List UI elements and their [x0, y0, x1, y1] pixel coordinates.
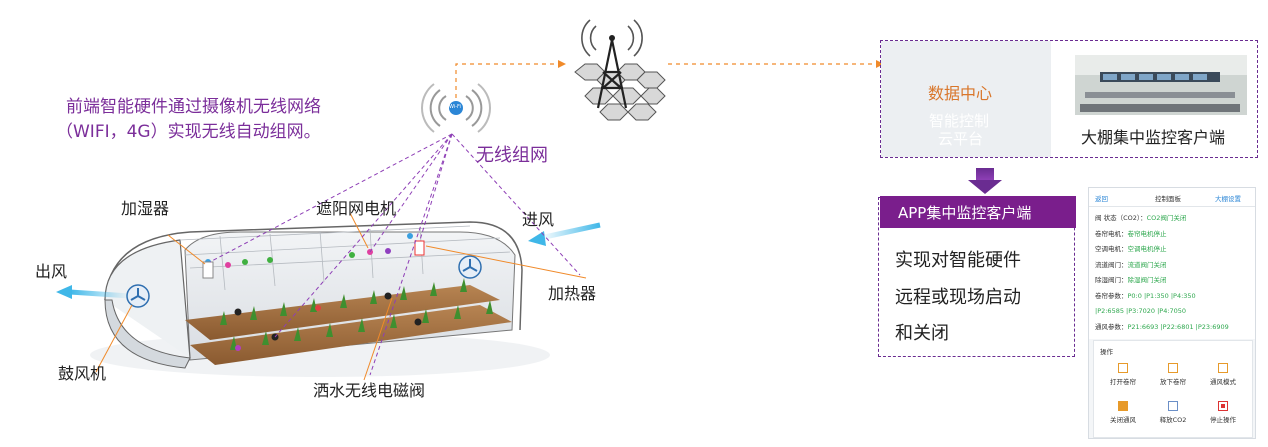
- status-row: |P2:6585 |P3:7020 |P4:7050: [1095, 307, 1187, 315]
- status-row: 通风参数：P21:6693 |P22:6801 |P23:6909: [1095, 322, 1229, 331]
- status-row: 空调电机：空调电机停止: [1095, 245, 1167, 253]
- label-heater: 加热器: [548, 284, 597, 303]
- grid-icon: [1118, 401, 1128, 411]
- wifi-label: 无线组网: [476, 145, 548, 166]
- monitor-client-label: 大棚集中监控客户端: [1081, 128, 1226, 147]
- wifi-icon: [421, 83, 491, 133]
- intro-line-1: 前端智能硬件通过摄像机无线网络: [66, 97, 321, 117]
- panel-ops: 操作 打开卷帘 放下卷帘 通风模式 关闭通风 释放CO2 停止操作: [1093, 340, 1253, 438]
- label-valve: 洒水无线电磁阀: [313, 381, 426, 400]
- op-vent-mode-button[interactable]: 通风模式: [1198, 361, 1248, 391]
- image-icon: [1168, 401, 1178, 411]
- panel-header: 返回 控制面板 大棚设置: [1089, 188, 1255, 207]
- fan-left-icon: [126, 284, 150, 308]
- op-stop-button[interactable]: 停止操作: [1198, 399, 1248, 429]
- status-row: 阀 状态（CO2）：CO2阀门关闭: [1095, 214, 1187, 222]
- wifi-badge: Wi-Fi: [449, 104, 461, 110]
- datacenter-box: [880, 40, 1258, 158]
- status-row: 除湿阀门：除湿阀门关闭: [1095, 276, 1167, 284]
- control-panel: 返回 控制面板 大棚设置 阀 状态（CO2）：CO2阀门关闭 卷帘电机：卷帘电机…: [1088, 187, 1256, 439]
- op-open-curtain-button[interactable]: 打开卷帘: [1098, 361, 1148, 391]
- status-row: 流道阀门：流道阀门关闭: [1095, 260, 1167, 269]
- label-air-out: 出风: [35, 262, 68, 281]
- app-box-line-2: 远程或现场启动: [895, 287, 1021, 308]
- panel-status-list: 阀 状态（CO2）：CO2阀门关闭 卷帘电机：卷帘电机停止 空调电机：空调电机停…: [1089, 207, 1255, 339]
- ops-title: 操作: [1100, 348, 1113, 356]
- status-row: 卷帘电机：卷帘电机停止: [1095, 229, 1167, 238]
- doc-icon: [1118, 363, 1128, 373]
- app-box-line-1: 实现对智能硬件: [895, 250, 1021, 271]
- status-row: 卷帘参数：P0:0 |P1:350 |P4:350: [1095, 291, 1196, 300]
- app-box-line-3: 和关闭: [895, 323, 949, 344]
- air-in-arrow: [539, 222, 601, 241]
- cloud-line-2: 云平台: [938, 130, 984, 148]
- panel-title: 控制面板: [1155, 195, 1181, 203]
- doc-icon: [1168, 363, 1178, 373]
- columns-icon: [1218, 363, 1228, 373]
- label-blower: 鼓风机: [58, 364, 107, 383]
- label-air-in: 进风: [522, 210, 555, 229]
- label-shade-motor: 遮阳网电机: [316, 199, 397, 218]
- down-arrow-icon: [968, 168, 1002, 194]
- label-humidifier: 加湿器: [121, 199, 170, 218]
- app-box-title: APP集中监控客户端: [898, 204, 1032, 222]
- tower-icon: [574, 19, 666, 121]
- datacenter-label: 数据中心: [928, 84, 993, 103]
- op-close-vent-button[interactable]: 关闭通风: [1098, 399, 1148, 429]
- intro-line-2: （WIFI，4G）实现无线自动组网。: [56, 122, 321, 142]
- app-box-header: [880, 196, 1076, 228]
- op-release-co2-button[interactable]: 释放CO2: [1148, 399, 1198, 429]
- op-lower-curtain-button[interactable]: 放下卷帘: [1148, 361, 1198, 391]
- monitor-room-image: [1075, 55, 1247, 115]
- stop-icon: [1218, 401, 1228, 411]
- fan-right-icon: [458, 255, 482, 279]
- air-out-arrow: [69, 289, 131, 299]
- panel-back-link[interactable]: 返回: [1095, 195, 1108, 203]
- panel-settings-link[interactable]: 大棚设置: [1215, 195, 1241, 203]
- greenhouse: [90, 221, 550, 377]
- cloud-line-1: 智能控制: [929, 112, 990, 130]
